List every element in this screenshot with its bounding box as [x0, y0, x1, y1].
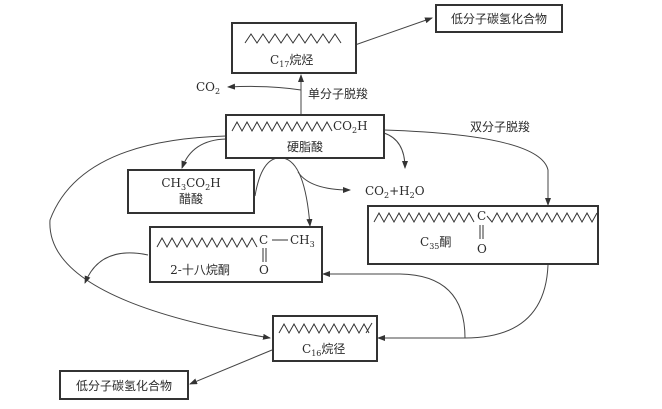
alkyl-chain-icon	[486, 211, 598, 224]
arrow-stearic-to-c35	[383, 129, 551, 206]
compound-name: 烷烃	[289, 53, 313, 67]
arrow-octadecanone-to-c16	[84, 252, 149, 284]
compound-name: 醋酸	[179, 191, 203, 206]
alkyl-chain-icon	[244, 33, 342, 44]
arrow-acetic-to-octadecanone	[254, 157, 313, 227]
oxygen: O	[477, 242, 487, 256]
node-acetic-acid: CH3CO2H 醋酸	[127, 169, 255, 214]
connectors	[49, 17, 551, 385]
compound-name: 硬脂酸	[287, 139, 323, 154]
arrow-to-co2-top	[227, 83, 302, 91]
node-c16-alkene: C16烷径	[272, 315, 378, 362]
formula: CO2H	[333, 119, 368, 135]
node-label: 低分子碳氢化合物	[451, 11, 547, 26]
methyl-group: CH3	[290, 233, 315, 249]
formula: C	[302, 342, 311, 356]
compound-name: 2-十八烷酮	[170, 263, 230, 277]
alkyl-chain-icon	[278, 322, 370, 335]
arrow-to-co2-h2o	[297, 171, 351, 193]
bi-decarboxylation-label: 双分子脱羧	[470, 119, 530, 134]
arrow-c35-to-octadecanone	[322, 271, 466, 339]
formula: C	[270, 53, 279, 67]
arrow-stearic-to-co2-h2o	[383, 132, 408, 169]
compound-name: 烷径	[321, 342, 345, 356]
arrow-c17-to-low-hc	[354, 17, 433, 46]
alkyl-chain-icon	[373, 211, 475, 224]
formula: CH3CO2H	[161, 176, 220, 192]
co2-h2o-label: CO2+H2O	[365, 184, 425, 200]
arrow-c35-to-c16	[377, 264, 549, 341]
node-2-octadecanone: C CH3 O 2-十八烷酮	[149, 226, 323, 283]
arrow-c16-to-low-hc	[189, 349, 273, 385]
node-low-hc-top: 低分子碳氢化合物	[435, 4, 563, 33]
arrow-stearic-to-c16	[49, 135, 271, 340]
carbonyl-carbon: C	[477, 209, 486, 223]
svg-text:C16烷径: C16烷径	[302, 342, 345, 358]
alkyl-chain-icon	[156, 236, 258, 249]
carbonyl-carbon: C	[259, 233, 268, 247]
alkyl-chain-icon	[231, 120, 333, 133]
oxygen: O	[259, 263, 269, 277]
co2-label: CO2	[196, 80, 220, 96]
compound-name: C35酮	[420, 235, 451, 251]
arrow-stearic-to-acetic	[181, 138, 227, 169]
node-c35-ketone: C O C35酮	[367, 205, 599, 265]
svg-text:C17烷烃: C17烷烃	[270, 53, 313, 69]
node-c17-alkane: C17烷烃	[231, 22, 357, 74]
mono-decarboxylation-label: 单分子脱羧	[308, 86, 368, 101]
node-stearic-acid: CO2H 硬脂酸	[225, 114, 385, 159]
node-label: 低分子碳氢化合物	[76, 378, 172, 393]
node-low-hc-bottom: 低分子碳氢化合物	[59, 370, 189, 400]
